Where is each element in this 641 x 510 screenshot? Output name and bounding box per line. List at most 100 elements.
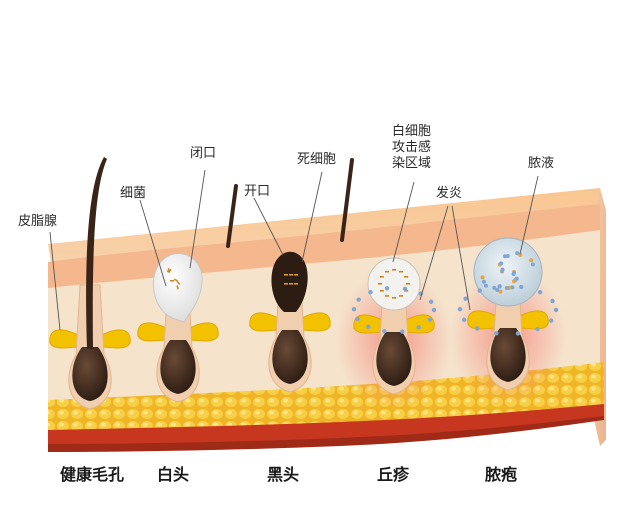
papule-bacteria-6 (378, 283, 382, 285)
pustule-wbc-12 (537, 289, 543, 295)
pustule-wbc-1 (548, 318, 554, 323)
papule-wbc-4 (382, 329, 387, 334)
stage-label-whitehead: 白头 (156, 465, 190, 484)
leader-closed (189, 169, 206, 269)
pustule-cell-24 (480, 275, 485, 280)
pustule-cell-22 (504, 285, 509, 290)
papule-wbc-1 (427, 317, 433, 322)
papule-wbc-0 (431, 307, 437, 313)
papule-bacteria-8 (385, 270, 389, 273)
leader-sebaceous (49, 231, 61, 331)
papule-bacteria-2 (399, 295, 403, 297)
pustule-wbc-8 (463, 296, 468, 301)
sebaceous-gland-left-2 (249, 312, 283, 332)
papule-wbc-10 (384, 286, 390, 291)
papule-wbc-8 (356, 297, 361, 302)
bacteria-mark-3 (176, 285, 179, 290)
pustule-wbc-10 (497, 284, 502, 289)
pustule-cell-25 (500, 267, 505, 272)
pustule-wbc-0 (553, 307, 559, 313)
label-sebaceous-gland: 皮脂腺 (18, 214, 58, 229)
hair-bulb-0 (72, 347, 108, 401)
sebaceous-gland-left-4 (467, 310, 501, 330)
sebaceous-gland-right-1 (185, 322, 219, 342)
papule-wbc-9 (368, 290, 373, 295)
sebaceous-gland-left-1 (137, 322, 171, 342)
surface-hair-1 (340, 158, 354, 242)
bacteria-mark-0 (170, 280, 174, 282)
leader-bacteria (139, 199, 167, 287)
stage-label-blackhead: 黑头 (266, 465, 300, 484)
papule-bacteria-7 (379, 276, 384, 278)
pustule-wbc-11 (519, 284, 524, 290)
pustule-cell-4 (483, 283, 488, 288)
stage-label-pustule: 脓疱 (484, 465, 518, 484)
pustule-wbc-3 (515, 331, 521, 336)
dead-cell-mark-3 (284, 283, 288, 285)
papule-wbc-13 (428, 299, 434, 304)
muscle-layer (48, 404, 604, 448)
papule-bacteria-10 (399, 270, 403, 273)
pustule-cell-21 (511, 279, 516, 284)
bacteria-mark-1 (173, 278, 179, 282)
dead-cell-mark-5 (294, 283, 298, 285)
papule-bacteria-3 (392, 297, 396, 299)
hair-bulb-4 (490, 328, 526, 382)
papule-wbc-3 (400, 329, 405, 334)
leader-dead-cells (301, 171, 323, 263)
leader-pus (519, 175, 539, 255)
stage-label-healthy-pore: 健康毛孔 (59, 465, 125, 484)
label-inflammation: 发炎 (436, 186, 463, 201)
hair-bulb-2 (272, 330, 308, 384)
label-closed: 闭口 (190, 146, 217, 161)
sebaceous-gland-right-2 (297, 312, 331, 332)
muscle-shade (48, 416, 604, 452)
leader-inflammation-1 (419, 205, 449, 301)
papule-bacteria-0 (406, 283, 410, 285)
label-wbc-attack-zone: 白细胞 攻击感 染区域 (392, 124, 432, 171)
stage-label-papule: 丘疹 (376, 465, 410, 484)
label-open: 开口 (244, 184, 271, 199)
papule-wbc-6 (355, 316, 360, 322)
pustule-wbc-13 (550, 298, 555, 304)
surface-hair-0 (226, 184, 238, 248)
pustule-cell-19 (530, 262, 535, 267)
dead-cell-mark-2 (294, 274, 298, 276)
hair-strand (86, 157, 107, 349)
pustule-cell-18 (518, 253, 523, 258)
pustule-cell-23 (492, 285, 497, 290)
pustule-cell-20 (511, 272, 516, 277)
sebaceous-gland-right-0 (97, 329, 131, 349)
papule-bacteria-11 (404, 276, 409, 278)
papule-bacteria-9 (392, 269, 396, 271)
papule-wbc-11 (402, 286, 408, 292)
pustule-cell-14 (481, 279, 486, 284)
sebaceous-gland-right-4 (515, 310, 549, 330)
pustule-cell-16 (499, 261, 504, 266)
pustule-wbc-5 (474, 326, 480, 331)
sebaceous-gland-left-0 (49, 329, 83, 349)
pustule-wbc-7 (457, 306, 463, 312)
label-bacteria: 细菌 (120, 186, 147, 201)
leader-inflammation-2 (451, 205, 471, 311)
leader-open (253, 197, 284, 256)
leader-wbc (392, 181, 415, 263)
papule-wbc-5 (366, 324, 371, 330)
sebaceous-gland-right-3 (401, 314, 435, 334)
pustule-wbc-2 (535, 326, 540, 332)
papule-wbc-7 (351, 307, 357, 312)
dead-cell-mark-4 (289, 283, 293, 285)
papule-sac (367, 257, 421, 311)
pustule-cell-13 (495, 288, 500, 293)
bacteria-mark-2 (176, 280, 181, 285)
papule-bacteria-1 (404, 290, 409, 292)
label-dead-cells: 死细胞 (297, 152, 337, 167)
pustule-sac (473, 237, 543, 307)
papule-bacteria-5 (379, 290, 384, 292)
papule-wbc-2 (416, 325, 421, 330)
dead-cell-mark-1 (289, 274, 293, 276)
blackhead-plug (271, 251, 308, 312)
bacteria-mark-6 (167, 268, 172, 273)
dead-cell-mark-0 (284, 274, 288, 276)
